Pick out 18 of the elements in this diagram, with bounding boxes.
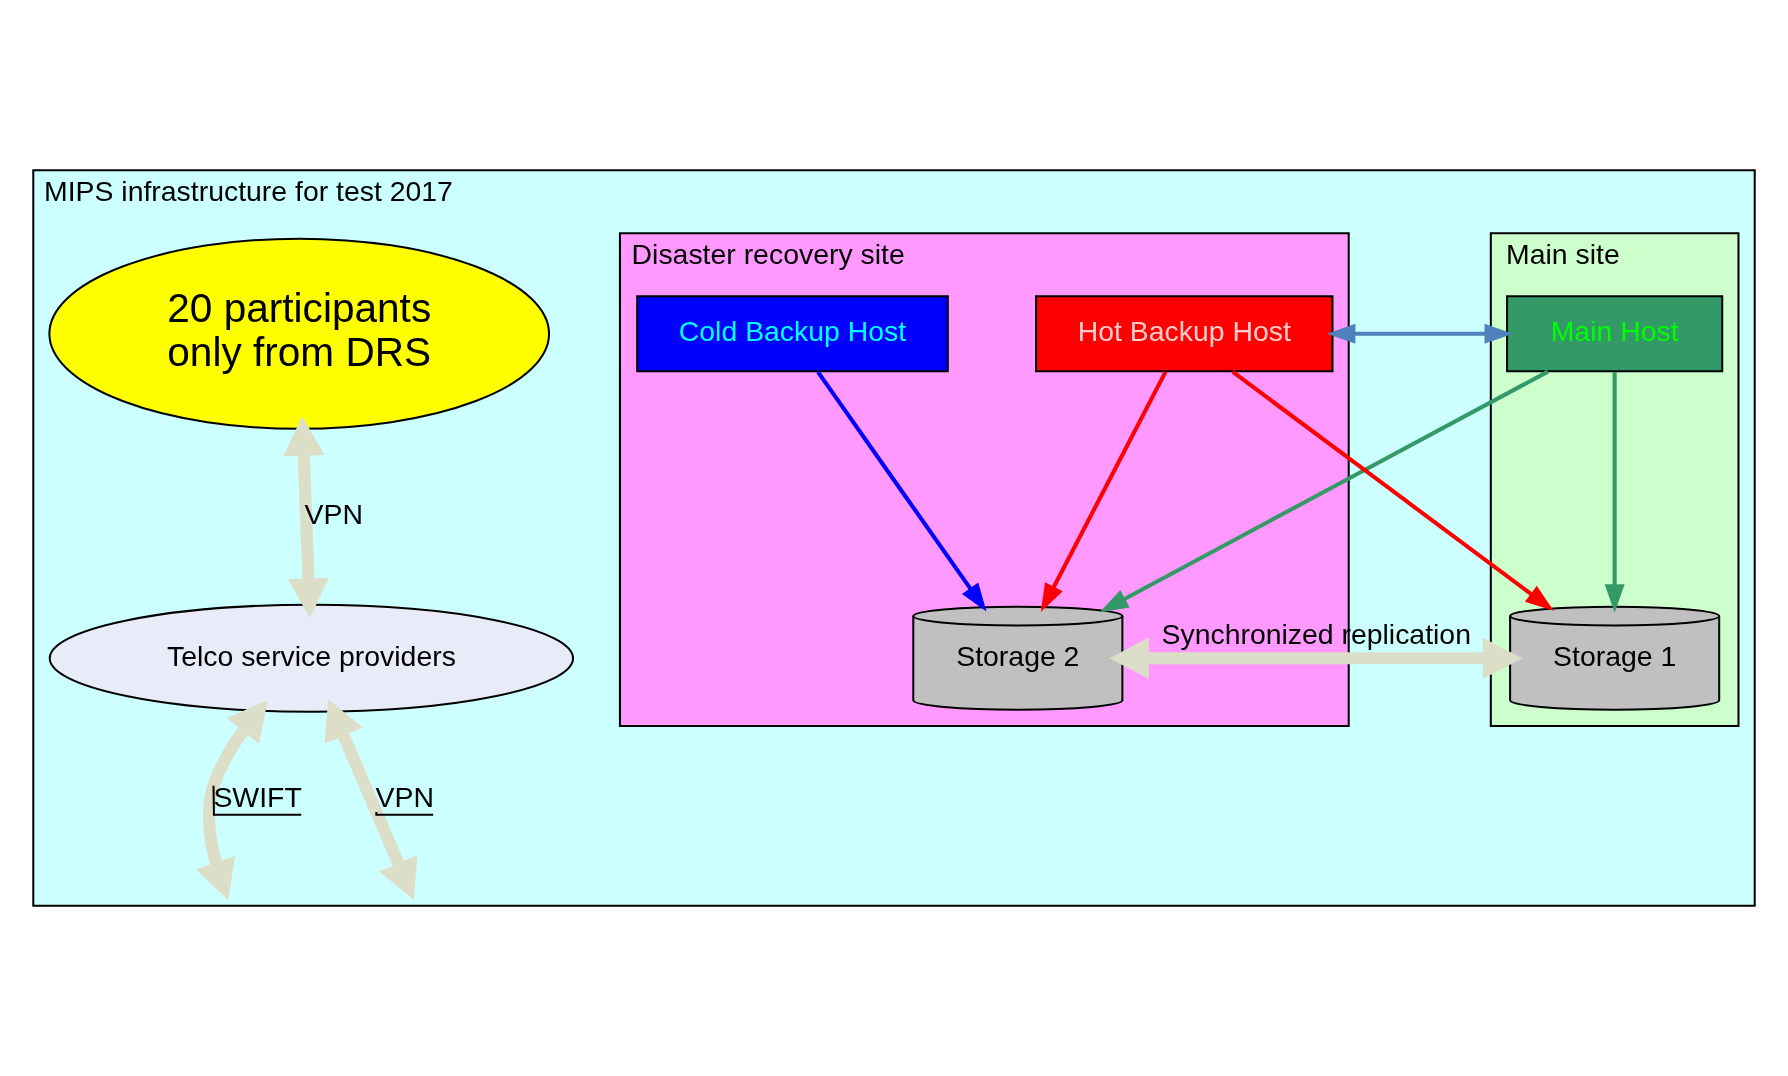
edge-label: VPN xyxy=(375,781,434,814)
arrow xyxy=(1326,323,1513,344)
edge-label: SWIFT xyxy=(213,781,302,814)
arrow xyxy=(324,699,418,900)
node-ellipse: 20 participants only from DRS xyxy=(48,237,551,430)
arrow xyxy=(1231,370,1554,611)
node-box: Cold Backup Host xyxy=(636,295,949,373)
arrow xyxy=(283,416,330,618)
edge-label: VPN xyxy=(304,498,363,531)
node-box: Hot Backup Host xyxy=(1035,295,1334,373)
node-ellipse: Telco service providers xyxy=(48,603,575,713)
arrow xyxy=(1109,637,1523,679)
arrow xyxy=(195,700,268,901)
arrow xyxy=(1040,371,1168,613)
arrow xyxy=(816,370,987,612)
node-box: Main Host xyxy=(1506,295,1724,373)
arrow xyxy=(1604,371,1625,613)
arrow xyxy=(1099,369,1549,613)
